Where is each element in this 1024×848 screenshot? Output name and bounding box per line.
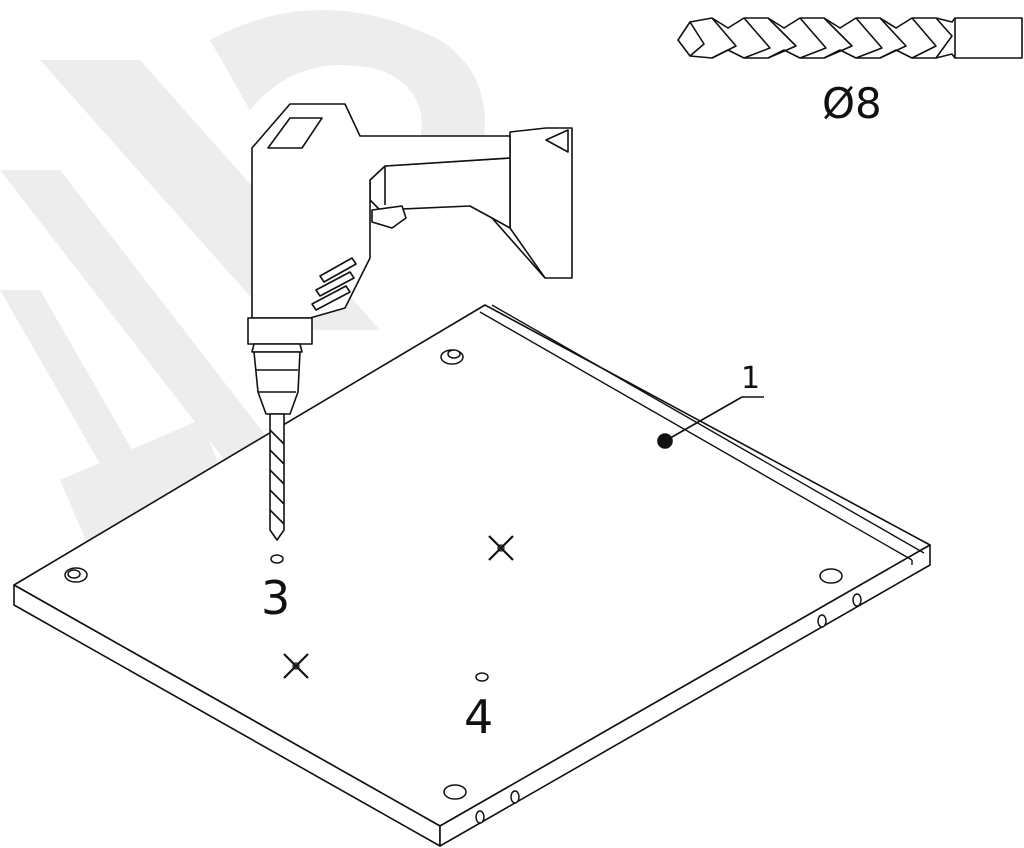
callout-number-4: 4: [464, 690, 493, 744]
drill-bit-size-label: Ø8: [822, 79, 882, 128]
callout-number-1: 1: [741, 361, 760, 396]
panel-groove: [479, 304, 925, 565]
cross-mark-icon: [283, 653, 309, 679]
cross-mark-icon: [488, 535, 514, 561]
power-drill-icon: [247, 103, 573, 541]
drill-bit-icon: [677, 17, 1023, 59]
callout-number-3: 3: [261, 571, 290, 625]
board-holes: [64, 349, 862, 824]
panel-board: [13, 304, 931, 847]
callout-leader: [657, 396, 764, 449]
